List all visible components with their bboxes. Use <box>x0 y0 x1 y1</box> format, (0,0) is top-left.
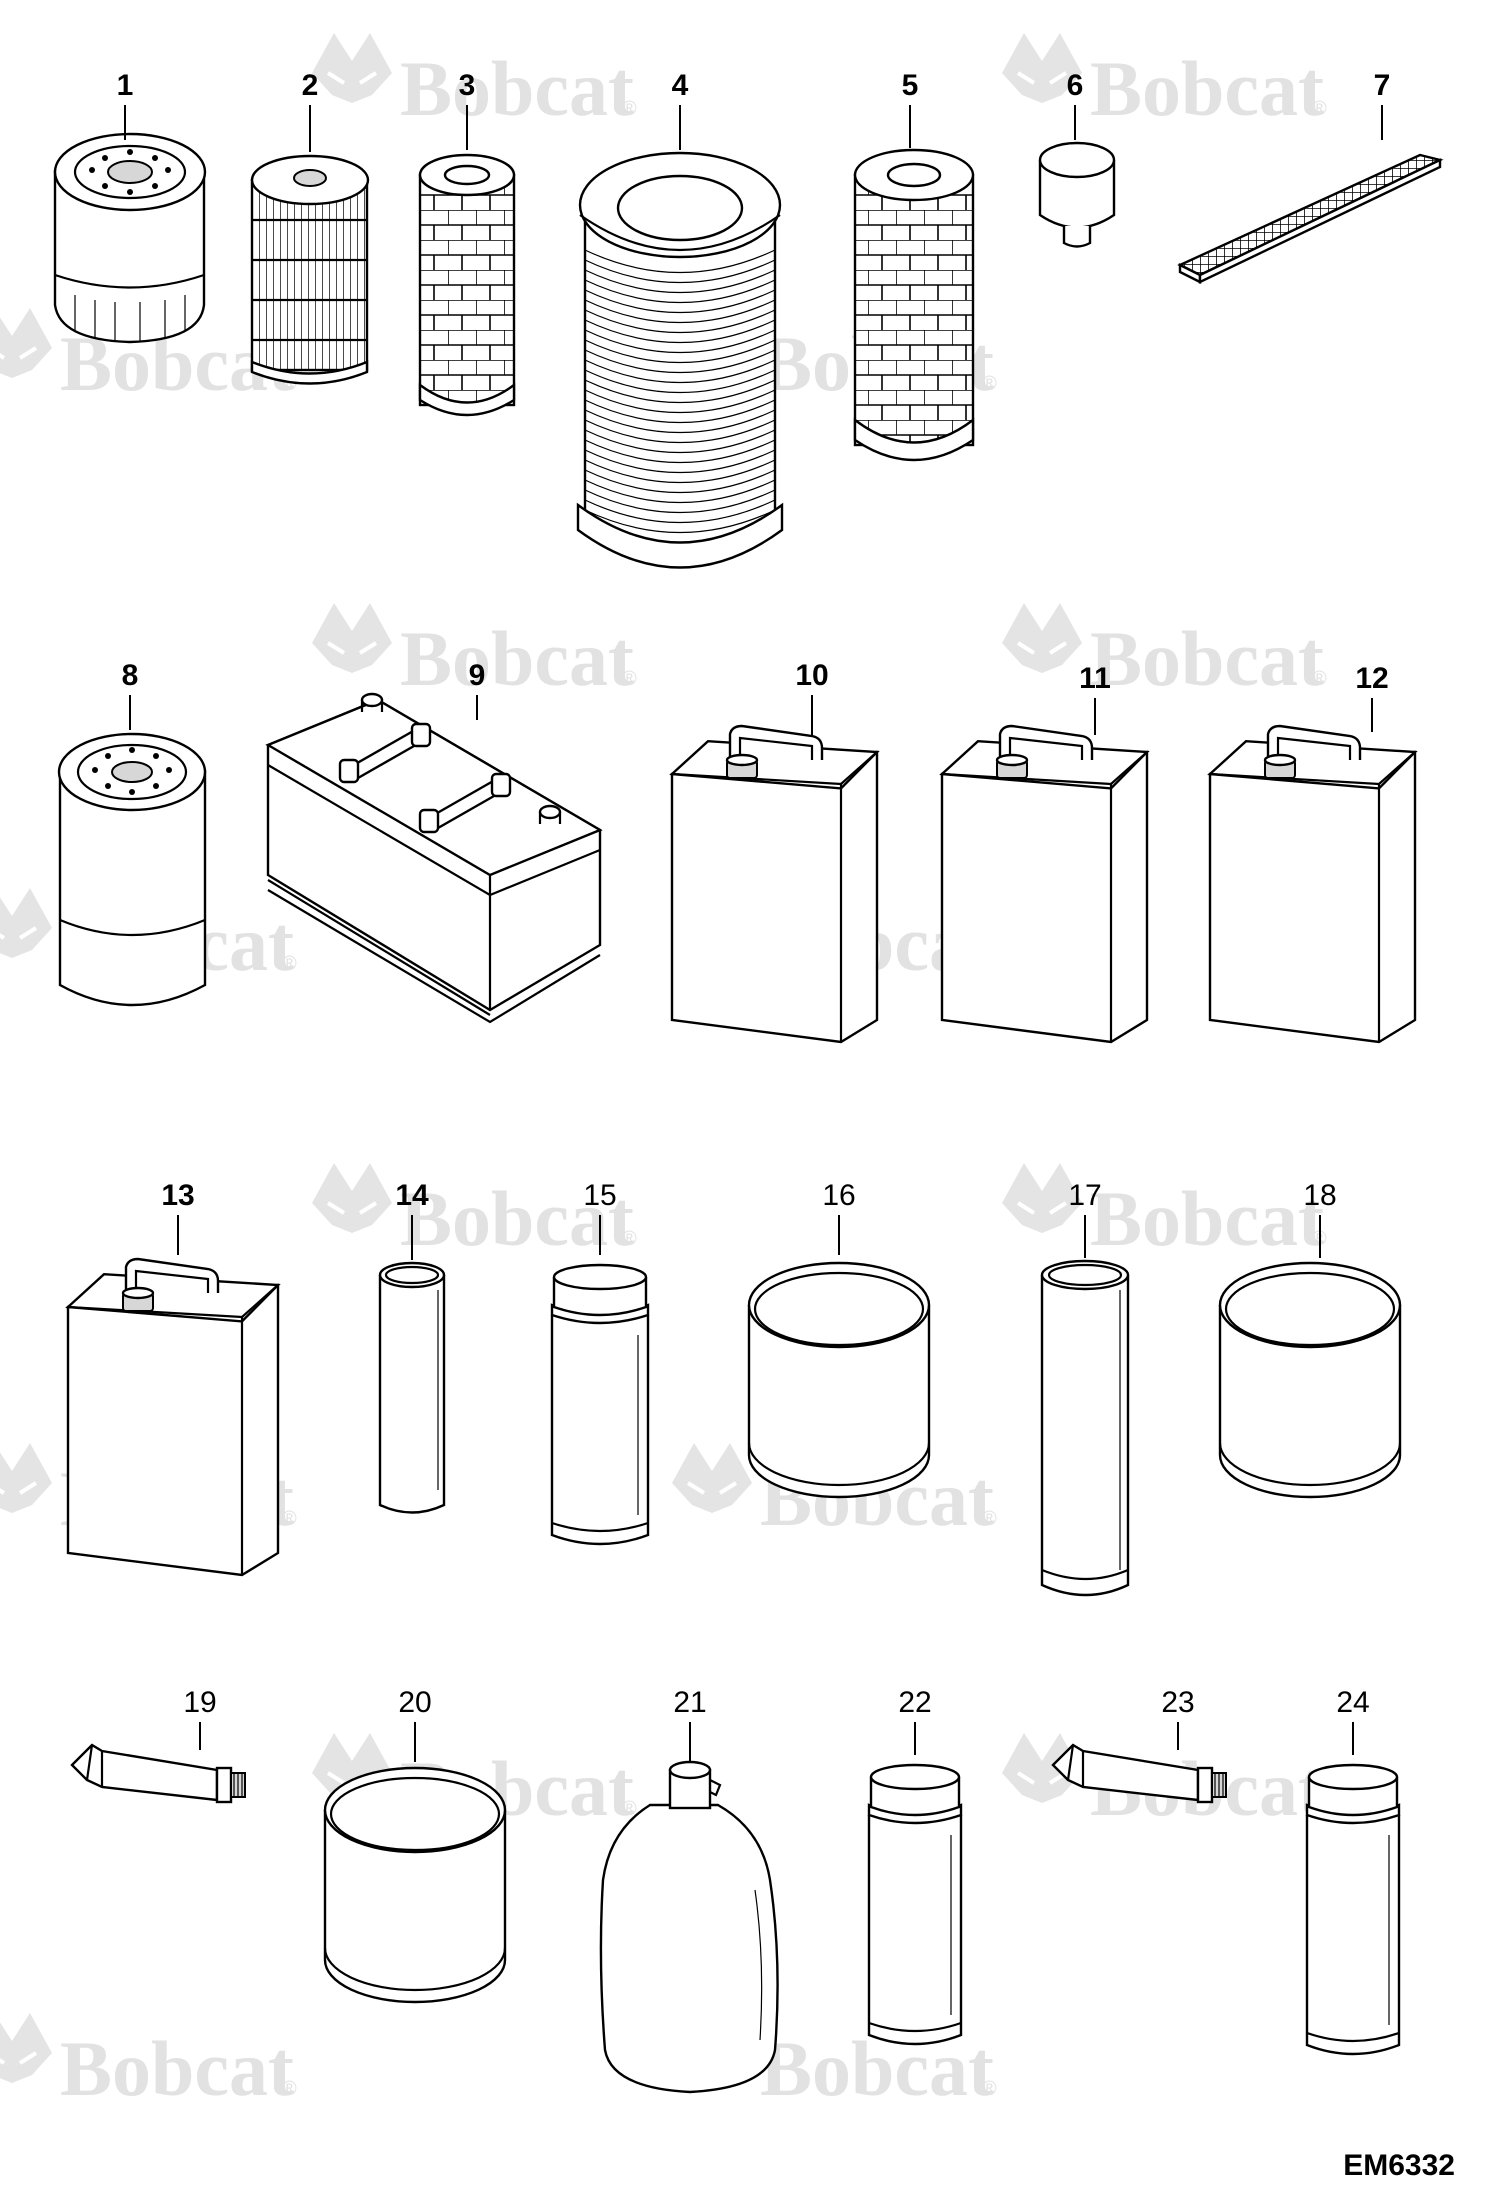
part-20-grease-tin <box>323 1766 507 2004</box>
part-9-battery <box>265 692 603 1024</box>
part-1-oil-filter <box>53 132 207 344</box>
svg-text:®: ® <box>982 1508 997 1530</box>
part-24-spray-can <box>1305 1763 1401 2056</box>
bobcat-logo-icon <box>310 31 394 105</box>
part-number-label: 24 <box>1336 1686 1369 1719</box>
bobcat-logo-icon <box>0 2011 54 2085</box>
part-number-label: 7 <box>1374 69 1391 102</box>
bobcat-logo-icon <box>0 886 54 960</box>
svg-text:®: ® <box>1312 98 1327 120</box>
part-4-air-filter <box>576 151 784 569</box>
part-number-label: 6 <box>1067 69 1084 102</box>
watermark-text: Bobcat <box>400 615 634 702</box>
svg-text:®: ® <box>282 1508 297 1530</box>
svg-text:®: ® <box>1312 668 1327 690</box>
part-12-oil-canister <box>1207 724 1418 1044</box>
part-number-label: 21 <box>673 1686 706 1719</box>
part-number-label: 17 <box>1068 1179 1101 1212</box>
part-2-fuel-filter-element <box>250 154 370 385</box>
watermark: Bobcat® <box>1000 1161 1327 1262</box>
bobcat-logo-icon <box>670 1441 754 1515</box>
part-3-hydraulic-filter-element <box>418 153 516 417</box>
svg-text:®: ® <box>282 2078 297 2100</box>
part-number-label: 1 <box>117 69 134 102</box>
bobcat-logo-icon <box>1000 601 1084 675</box>
part-number-label: 14 <box>395 1179 429 1212</box>
watermark-text: Bobcat <box>400 1175 634 1262</box>
part-6-breather-cap <box>1038 141 1116 248</box>
part-22-spray-can <box>867 1763 963 2046</box>
part-number-label: 5 <box>902 69 919 102</box>
watermark: Bobcat® <box>1000 601 1327 702</box>
watermark-text: Bobcat <box>760 2025 994 2112</box>
part-17-grease-cartridge <box>1040 1259 1130 1597</box>
watermark-text: Bobcat <box>1090 1175 1324 1262</box>
part-number-label: 11 <box>1079 662 1111 695</box>
svg-text:®: ® <box>622 668 637 690</box>
part-8-fuel-filter <box>57 732 207 1007</box>
drawing-code: EM6332 <box>1343 2149 1455 2182</box>
bobcat-logo-icon <box>310 601 394 675</box>
part-number-label: 22 <box>898 1686 931 1719</box>
watermark: Bobcat® <box>1000 31 1327 132</box>
part-number-label: 2 <box>302 69 319 102</box>
part-number-label: 20 <box>398 1686 431 1719</box>
part-15-spray-can <box>550 1263 650 1546</box>
part-23-sealant-tube <box>1051 1743 1227 1804</box>
svg-text:®: ® <box>622 98 637 120</box>
part-14-grease-cartridge <box>378 1261 446 1514</box>
part-number-label: 13 <box>161 1179 194 1212</box>
part-number-label: 23 <box>1161 1686 1194 1719</box>
bobcat-logo-icon <box>0 1441 54 1515</box>
watermark-text: Bobcat <box>60 2025 294 2112</box>
part-11-oil-canister <box>939 724 1150 1044</box>
leader-lines <box>124 105 1383 1762</box>
part-number-label: 19 <box>183 1686 216 1719</box>
part-number-label: 8 <box>122 659 139 692</box>
watermark: Bobcat® <box>310 601 637 702</box>
watermark-text: Bobcat <box>1090 45 1324 132</box>
part-7-cabin-air-filter <box>1177 153 1444 284</box>
watermark: Bobcat® <box>310 1161 637 1262</box>
svg-text:®: ® <box>982 373 997 395</box>
part-number-label: 18 <box>1303 1179 1336 1212</box>
part-16-grease-tin <box>747 1261 931 1499</box>
part-5-breather-filter-element <box>853 148 975 462</box>
svg-text:®: ® <box>622 1798 637 1820</box>
part-number-label: 12 <box>1355 662 1388 695</box>
bobcat-logo-icon <box>310 1161 394 1235</box>
part-number-label: 10 <box>795 659 828 692</box>
part-number-label: 4 <box>672 69 689 102</box>
part-number-label: 16 <box>822 1179 855 1212</box>
part-number-label: 3 <box>459 69 476 102</box>
part-number-label: 15 <box>583 1179 616 1212</box>
watermark: Bobcat® <box>310 31 637 132</box>
svg-text:®: ® <box>622 1228 637 1250</box>
part-18-grease-tin <box>1218 1261 1402 1499</box>
bobcat-logo-icon <box>0 306 54 380</box>
watermark: Bobcat® <box>670 2011 997 2112</box>
part-21-bottle <box>599 1760 779 2094</box>
part-10-oil-canister <box>669 724 880 1044</box>
part-number-label: 9 <box>469 659 486 692</box>
svg-text:®: ® <box>282 953 297 975</box>
part-19-sealant-tube <box>70 1743 246 1804</box>
svg-text:®: ® <box>982 2078 997 2100</box>
watermark-text: Bobcat <box>400 45 634 132</box>
watermark-text: Bobcat <box>1090 615 1324 702</box>
watermark: Bobcat® <box>0 2011 297 2112</box>
part-13-oil-canister <box>65 1257 281 1577</box>
